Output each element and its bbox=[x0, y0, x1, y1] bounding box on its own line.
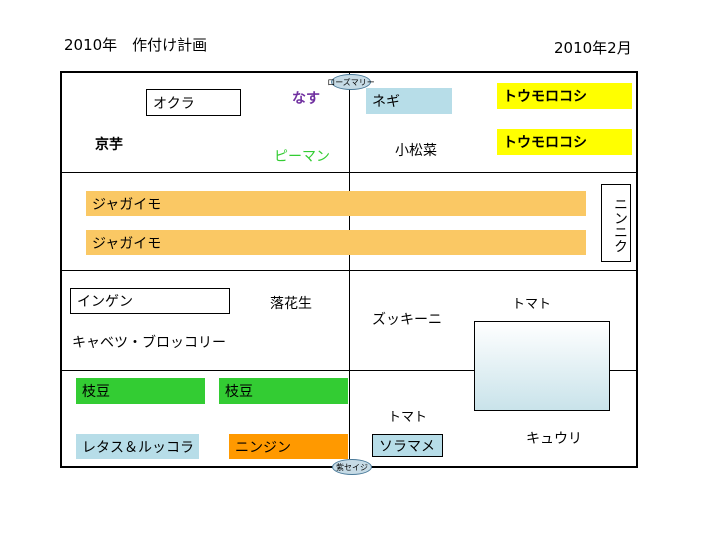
cucumber-label: キュウリ bbox=[526, 431, 582, 447]
tomato-label-2: トマト bbox=[388, 410, 428, 425]
edamame-bed-2: 枝豆 bbox=[219, 378, 348, 404]
nasu-label: なす bbox=[292, 91, 320, 107]
tomato-label-1: トマト bbox=[512, 297, 552, 312]
potato-bed-2: ジャガイモ bbox=[86, 230, 586, 255]
corn-bed-2: トウモロコシ bbox=[497, 129, 632, 155]
broad-bean-bed: ソラマメ bbox=[372, 434, 443, 457]
plan-date: 2010年2月 bbox=[554, 39, 632, 57]
lettuce-arugula-bed: レタス＆ルッコラ bbox=[76, 434, 199, 459]
tomato-greenhouse bbox=[474, 321, 610, 411]
corn-bed-1: トウモロコシ bbox=[497, 83, 632, 109]
potato-bed-1: ジャガイモ bbox=[86, 191, 586, 216]
edamame-bed-1: 枝豆 bbox=[76, 378, 205, 404]
garlic-bed: ニンニク bbox=[601, 184, 631, 262]
negi-bed: ネギ bbox=[366, 88, 452, 114]
cabbage-broccoli-label: キャベツ・ブロッコリー bbox=[72, 335, 226, 351]
kyoimo-label: 京芋 bbox=[95, 137, 123, 153]
page-title: 2010年 作付け計画 bbox=[64, 36, 208, 54]
komatsuna-label: 小松菜 bbox=[395, 143, 437, 159]
okra-bed: オクラ bbox=[146, 89, 241, 116]
sage-marker: 紫セイジ bbox=[332, 459, 372, 475]
carrot-bed: ニンジン bbox=[229, 434, 348, 459]
ingen-bed: インゲン bbox=[70, 288, 230, 314]
pepper-label: ピーマン bbox=[274, 149, 330, 165]
rosemary-marker: ローズマリー bbox=[327, 74, 375, 90]
center-divider bbox=[349, 72, 350, 467]
zucchini-label: ズッキーニ bbox=[372, 312, 442, 328]
peanut-label: 落花生 bbox=[270, 296, 312, 312]
